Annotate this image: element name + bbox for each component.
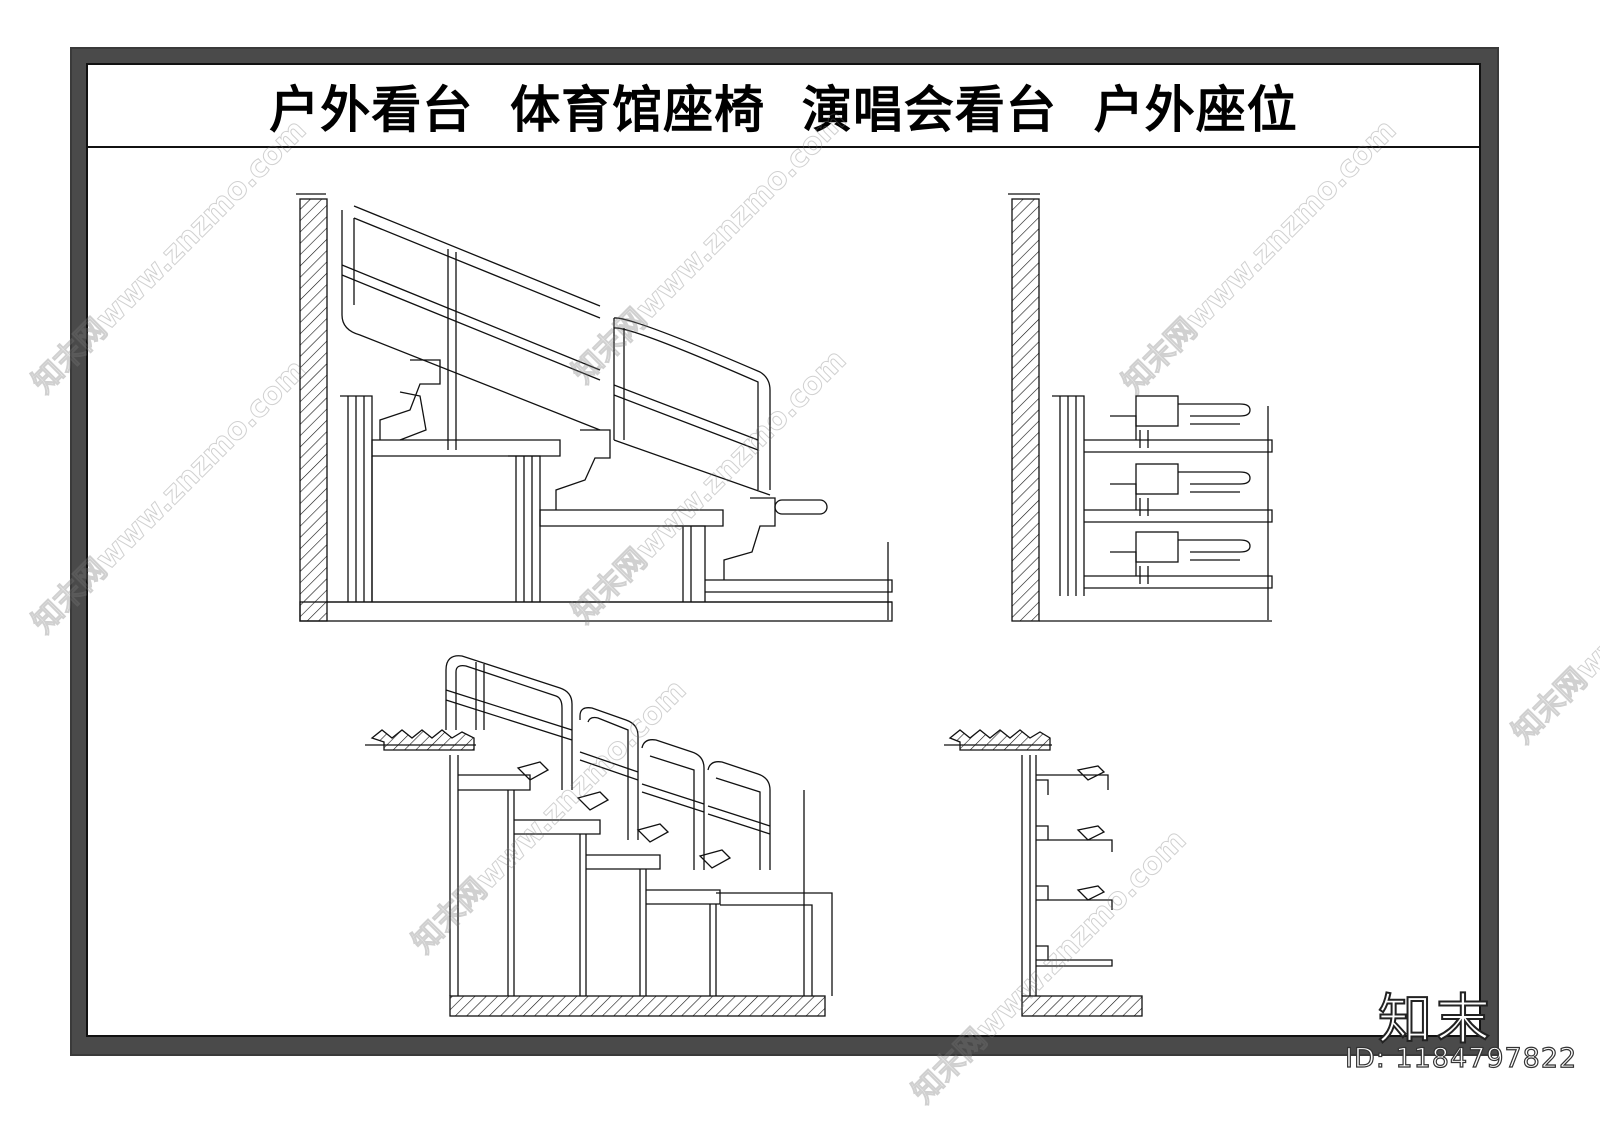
- drawing-title: 户外看台 体育馆座椅 演唱会看台 户外座位: [269, 80, 1298, 139]
- stepped-stand-section: [365, 655, 833, 1017]
- stepped-stand-elevation: [944, 729, 1143, 1017]
- image-id-label: ID: 1184797822: [1344, 1042, 1578, 1074]
- grandstand-extended-section: [296, 193, 893, 622]
- grandstand-retracted-section: [1008, 193, 1273, 622]
- brand-logo: 知末: [1377, 987, 1494, 1052]
- title-block: 户外看台 体育馆座椅 演唱会看台 户外座位: [88, 65, 1479, 148]
